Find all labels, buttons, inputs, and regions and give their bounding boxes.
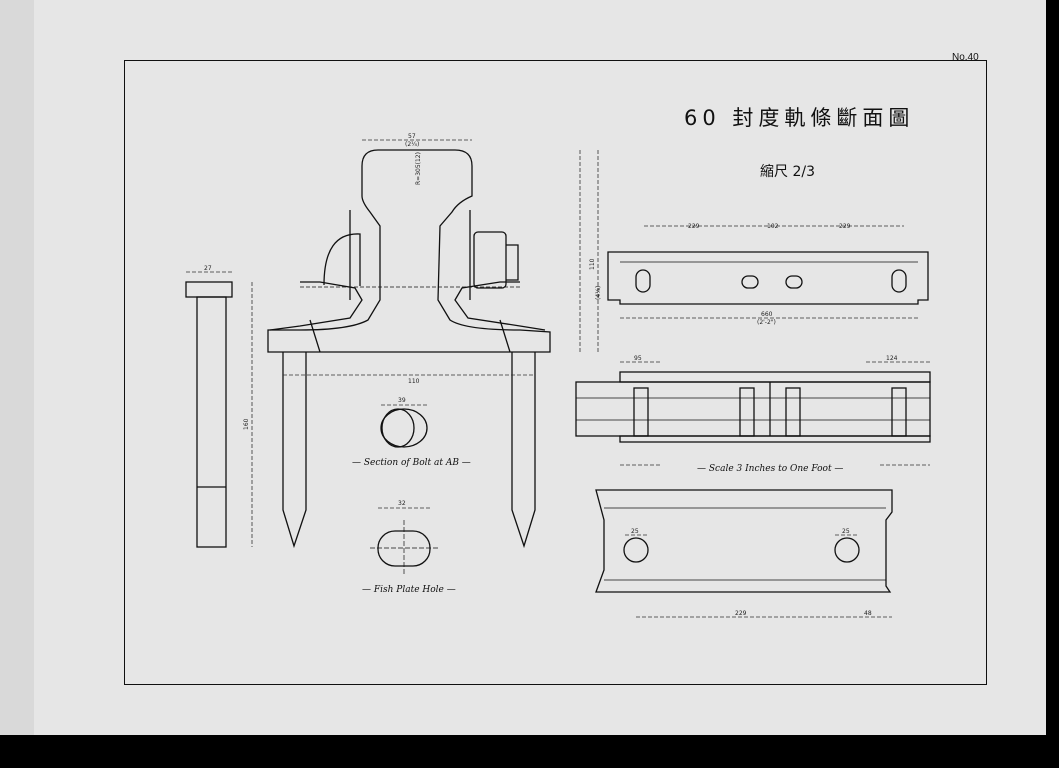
- dim-spike-side: 124: [886, 355, 898, 362]
- dim-plate-length: 660: [761, 311, 773, 318]
- plate-number: No.40: [952, 52, 979, 63]
- dim-hole-spacing-bottom: 229: [735, 610, 747, 617]
- dim-head-width-in: (2¼): [405, 141, 419, 148]
- drawing-sheet: [34, 0, 1046, 735]
- caption-fish-plate-hole: — Fish Plate Hole —: [362, 585, 456, 595]
- dim-plate-length-in: (2'-2"): [757, 319, 776, 326]
- dim-bolt-dia: 39: [398, 397, 406, 404]
- bolt-section: [380, 408, 428, 448]
- drawing-title: 60 封度軌條斷面圖: [684, 106, 915, 130]
- dim-spike-end: 95: [634, 355, 642, 362]
- fish-plate-elevation: [595, 489, 893, 593]
- dim-hole-spacing-1: 229: [688, 223, 700, 230]
- caption-bolt-text: Section of Bolt at AB: [363, 458, 459, 468]
- caption-scale: — Scale 3 Inches to One Foot —: [697, 464, 844, 474]
- dim-base-width: 110: [408, 378, 420, 385]
- dim-spike-width: 27: [204, 265, 212, 272]
- scale-note: 縮尺 2/3: [760, 164, 815, 180]
- dim-hole-spacing-2: 102: [767, 223, 779, 230]
- dim-rail-height-in: (4⅛): [595, 286, 602, 300]
- dimension-lines: [186, 139, 930, 618]
- rail-joint-elevation: [575, 371, 931, 443]
- dim-hole-dia-2: 25: [842, 528, 850, 535]
- dimension-labels: 57 (2¼) 110 660 (2'-2") 229 102 229 39 3…: [204, 133, 898, 617]
- fish-plate-hole: [370, 520, 440, 575]
- caption-bolt-section: — Section of Bolt at AB —: [352, 458, 471, 468]
- dim-rail-height: 110: [589, 258, 596, 270]
- fish-plate-plan: [607, 251, 929, 305]
- rail-spikes: [282, 352, 536, 549]
- dim-hole-width: 32: [398, 500, 406, 507]
- drawing-frame: [124, 60, 987, 685]
- dim-end-dist: 48: [864, 610, 872, 617]
- sheet-edge: [0, 0, 34, 735]
- dim-spike-height: 160: [243, 418, 250, 430]
- rail-cross-section: [267, 149, 551, 353]
- dim-head-width: 57: [408, 133, 416, 140]
- caption-scale-text: Scale 3 Inches to One Foot: [708, 464, 832, 474]
- caption-hole-text: Fish Plate Hole: [373, 585, 444, 595]
- spike-elevation: [185, 281, 233, 548]
- dim-hole-spacing-3: 229: [839, 223, 851, 230]
- dim-head-radius: R=305(12): [415, 152, 422, 185]
- dim-hole-dia-1: 25: [631, 528, 639, 535]
- scan-border: [0, 735, 1059, 768]
